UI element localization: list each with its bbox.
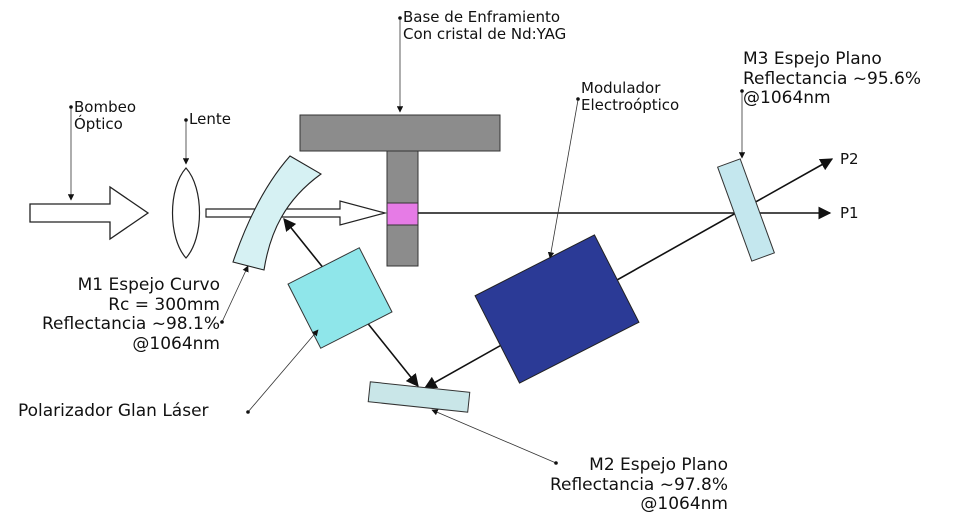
label-p2: P2 bbox=[840, 150, 859, 168]
leader-polarizador bbox=[247, 329, 319, 413]
m3-flat-mirror bbox=[716, 158, 776, 262]
m2-flat-mirror bbox=[367, 381, 471, 413]
label-m2: M2 Espejo Plano Reflectancia ~97.8% @106… bbox=[549, 455, 728, 515]
electro-optic-modulator bbox=[474, 234, 640, 384]
pump-beam-arrow bbox=[205, 200, 388, 226]
label-m1: M1 Espejo Curvo Rc = 300mm Reflectancia … bbox=[41, 275, 220, 354]
cooling-base-top bbox=[299, 114, 501, 152]
label-polarizador: Polarizador Glan Láser bbox=[18, 401, 209, 421]
ndyag-crystal bbox=[386, 202, 419, 226]
label-base: Base de Enframiento Con cristal de Nd:YA… bbox=[403, 8, 567, 44]
m1-curved-mirror bbox=[232, 155, 323, 271]
label-m3: M3 Espejo Plano Reflectancia ~95.6% @106… bbox=[743, 49, 922, 109]
lens bbox=[172, 167, 200, 259]
label-modulador: Modulador Electroóptico bbox=[581, 79, 680, 115]
leader-m1 bbox=[221, 265, 249, 323]
label-bombeo: Bombeo Óptico bbox=[74, 98, 137, 134]
pump-arrow bbox=[29, 185, 150, 241]
label-lente: Lente bbox=[189, 110, 231, 128]
leader-modulador bbox=[547, 99, 579, 259]
glan-laser-polarizer bbox=[287, 247, 393, 349]
label-p1: P1 bbox=[840, 204, 859, 222]
beam-p2 bbox=[423, 158, 834, 389]
leader-m2 bbox=[431, 409, 557, 464]
